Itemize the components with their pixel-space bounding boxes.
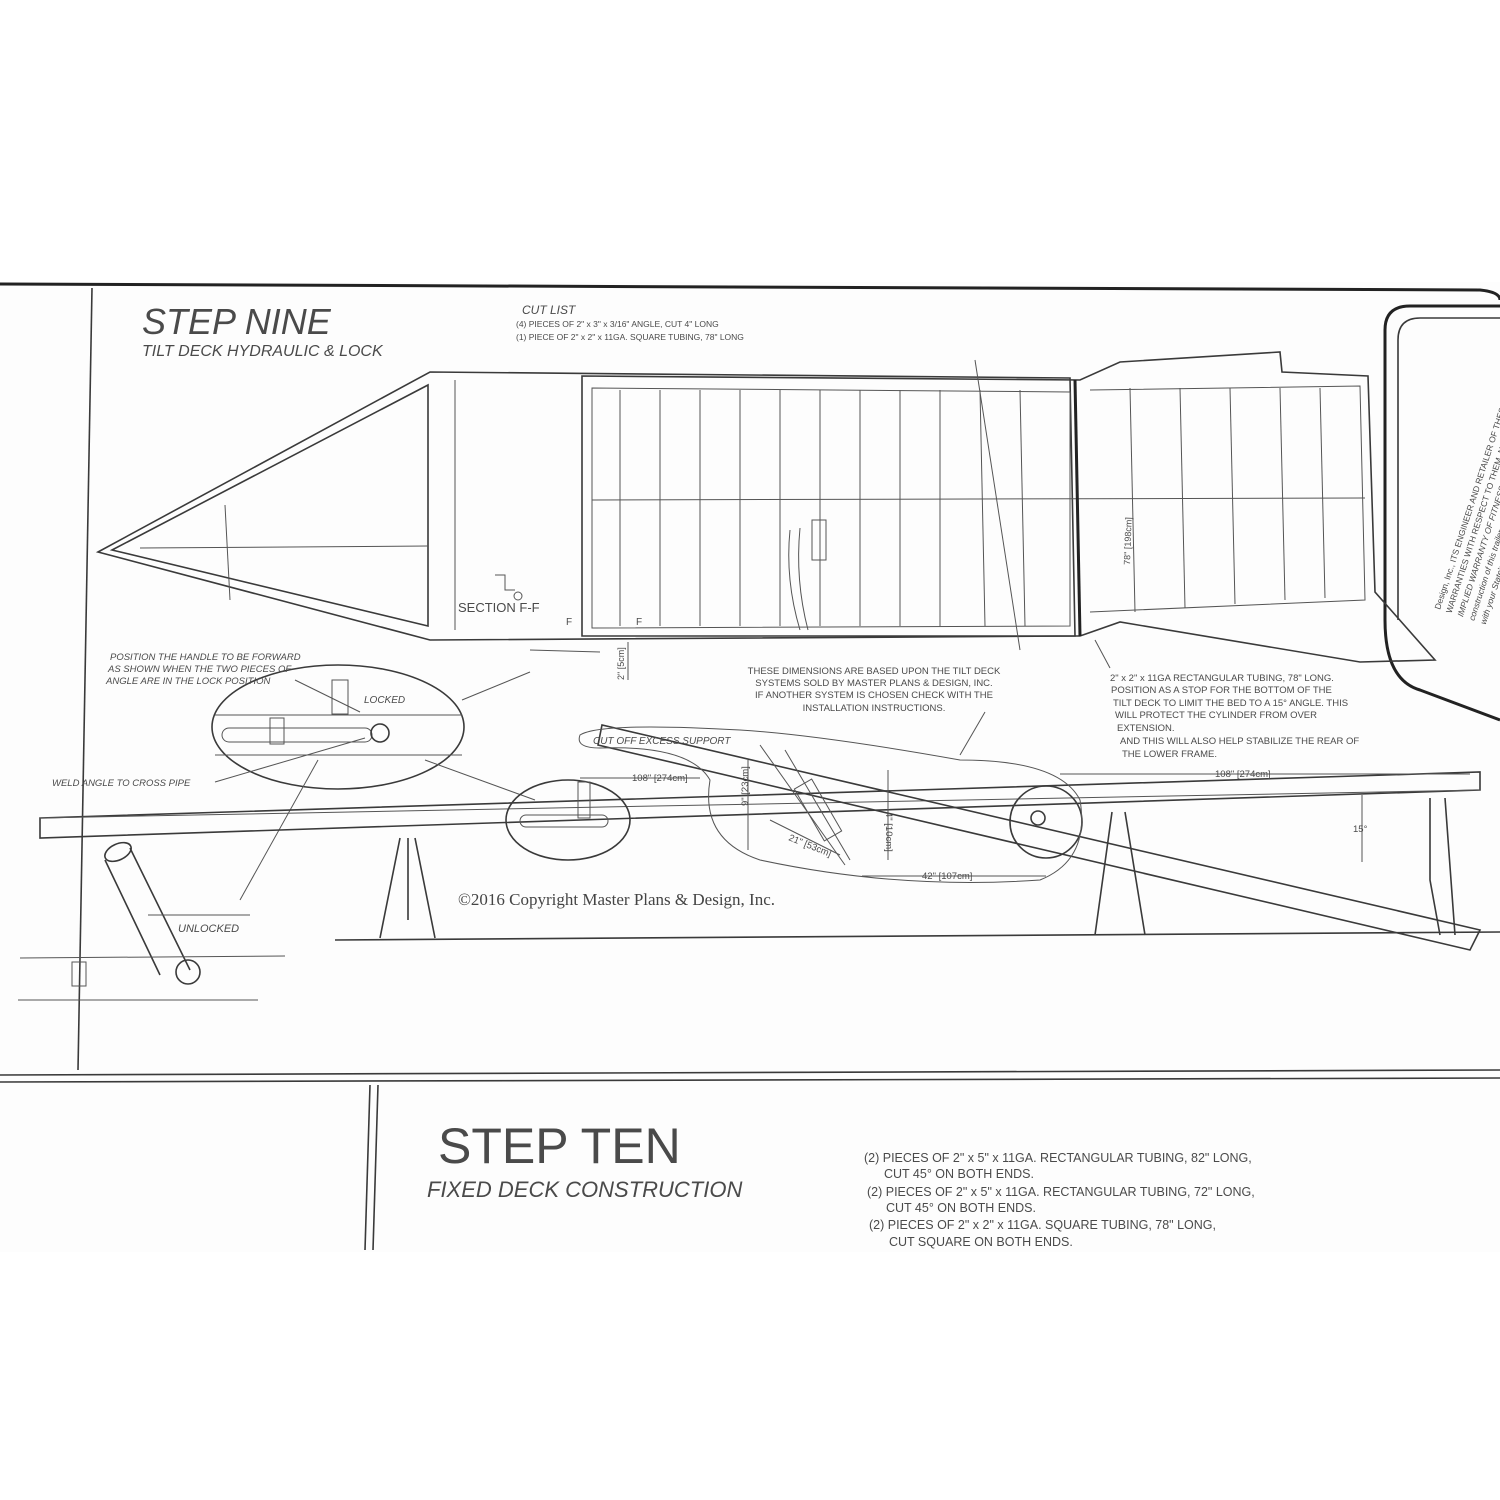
note-line: 2" x 2" x 11GA RECTANGULAR TUBING, 78" L… (1110, 673, 1334, 684)
note-line: TILT DECK TO LIMIT THE BED TO A 15° ANGL… (1113, 698, 1348, 709)
unlocked-detail: UNLOCKED (18, 841, 286, 1001)
unlocked-label: UNLOCKED (178, 923, 239, 935)
dim-frame-length-left: 108" [274cm] (632, 773, 688, 784)
deck-crossmembers (619, 387, 1326, 627)
step-ten-title: STEP TEN (438, 1118, 681, 1174)
cut-off-note: CUT OFF EXCESS SUPPORT (593, 736, 731, 747)
note-line: THE LOWER FRAME. (1122, 749, 1217, 760)
handle-note-line: ANGLE ARE IN THE LOCK POSITION (105, 676, 270, 687)
handle-note-line: POSITION THE HANDLE TO BE FORWARD (110, 652, 301, 663)
note-line: WILL PROTECT THE CYLINDER FROM OVER (1115, 710, 1317, 721)
step-ten-subtitle: FIXED DECK CONSTRUCTION (427, 1177, 742, 1202)
note-line: EXTENSION. (1117, 723, 1175, 734)
note-line: SYSTEMS SOLD BY MASTER PLANS & DESIGN, I… (755, 678, 992, 689)
cut-list-item: CUT SQUARE ON BOTH ENDS. (889, 1235, 1073, 1249)
note-line: IF ANOTHER SYSTEM IS CHOSEN CHECK WITH T… (755, 690, 993, 701)
dim-stop-height: 2" [5cm] (616, 647, 626, 680)
cut-list-item: (2) PIECES OF 2" x 2" x 11GA. SQUARE TUB… (869, 1218, 1216, 1232)
section-f-f: SECTION F-F F F (458, 574, 642, 653)
copyright: ©2016 Copyright Master Plans & Design, I… (458, 890, 775, 909)
note-line: POSITION AS A STOP FOR THE BOTTOM OF THE (1111, 685, 1332, 696)
cut-list-item: (2) PIECES OF 2" x 5" x 11GA. RECTANGULA… (864, 1151, 1252, 1165)
step-nine-title: STEP NINE (142, 301, 332, 342)
cut-list-item: CUT 45° ON BOTH ENDS. (886, 1201, 1036, 1215)
dim-frame-length-right: 108" [274cm] (1215, 769, 1271, 780)
step-nine-subtitle: TILT DECK HYDRAULIC & LOCK (142, 343, 384, 360)
cut-list-item: (4) PIECES OF 2" x 3" x 3/16" ANGLE, CUT… (516, 319, 719, 329)
section-label: SECTION F-F (458, 600, 540, 615)
cut-list-item: (2) PIECES OF 2" x 5" x 11GA. RECTANGULA… (867, 1185, 1255, 1199)
stop-note: 2" x 2" x 11GA RECTANGULAR TUBING, 78" L… (1094, 639, 1359, 760)
locked-label: LOCKED (364, 695, 405, 706)
section-mark: F (566, 617, 572, 628)
lock-detail: LOCKED POSITION THE HANDLE TO BE FORWARD… (52, 652, 536, 901)
note-line: INSTALLATION INSTRUCTIONS. (803, 703, 946, 714)
dim-tilt-angle: 15° (1353, 824, 1368, 835)
cut-list-item: CUT 45° ON BOTH ENDS. (884, 1167, 1034, 1181)
section-mark: F (636, 617, 642, 628)
sheet-border (0, 282, 1500, 1252)
trailer-plan-view: 78" [198cm] 2" [5cm] (95, 351, 1437, 680)
dim-bracket-height: 4" [10cm] (883, 812, 894, 852)
dim-cylinder-mount-height: 9" [23cm] (740, 766, 751, 806)
dim-pivot-distance: 42" [107cm] (922, 871, 972, 882)
cut-list-item: (1) PIECE OF 2" x 2" x 11GA. SQUARE TUBI… (516, 332, 744, 342)
dim-deck-width: 78" [198cm] (1122, 517, 1134, 565)
note-line: THESE DIMENSIONS ARE BASED UPON THE TILT… (748, 666, 1001, 677)
step-ten-cut-list: (2) PIECES OF 2" x 5" x 11GA. RECTANGULA… (864, 1151, 1255, 1249)
note-line: AND THIS WILL ALSO HELP STABILIZE THE RE… (1120, 736, 1359, 747)
cut-list: CUT LIST (4) PIECES OF 2" x 3" x 3/16" A… (516, 303, 744, 342)
weld-note: WELD ANGLE TO CROSS PIPE (52, 778, 191, 789)
handle-note-line: AS SHOWN WHEN THE TWO PIECES OF (107, 664, 292, 675)
cut-list-heading: CUT LIST (522, 303, 577, 317)
dimensions-note: THESE DIMENSIONS ARE BASED UPON THE TILT… (748, 666, 1001, 756)
